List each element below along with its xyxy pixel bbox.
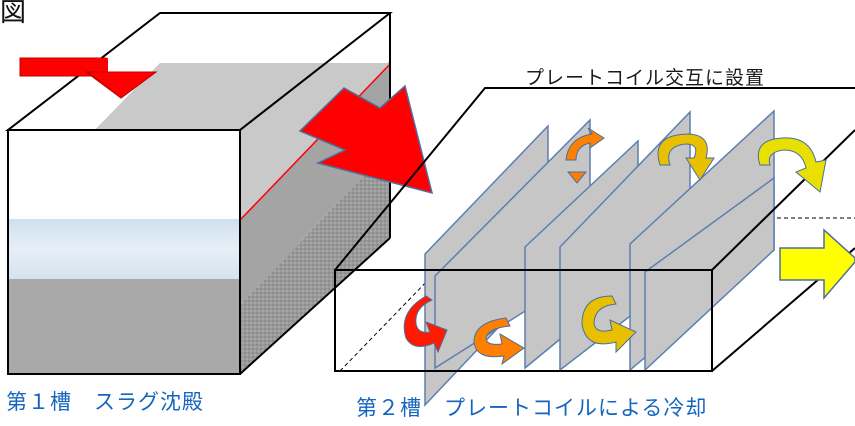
tank-1-front-clear-band (8, 219, 240, 279)
circulation-arrows (403, 127, 827, 366)
plate-coil-caption: プレートコイル交互に設置 (525, 67, 766, 89)
curved-arrow-icon (757, 137, 827, 193)
tank-1-label: 第１槽 スラグ沈殿 (6, 390, 204, 414)
curved-arrow-icon (565, 127, 605, 184)
down-turn-arrow-icon (19, 57, 158, 99)
tank-2-label: 第２槽 プレートコイルによる冷却 (356, 396, 708, 420)
curved-arrow-icon (657, 133, 715, 181)
curved-arrow-icon (581, 295, 637, 354)
tank-1-front-upper (8, 130, 240, 219)
plate-coil (644, 176, 775, 372)
tank-1-front-sediment (8, 279, 240, 374)
plate-coils (424, 109, 775, 407)
figure-corner-label: 図 (0, 0, 27, 28)
tank-1-front-outline (7, 129, 241, 375)
tank-1-side-sediment (240, 148, 390, 374)
tank-2-front-outline (334, 269, 713, 372)
right-arrow-icon (779, 228, 855, 301)
tank-2-top-outline (334, 87, 855, 271)
curved-arrow-icon (403, 295, 448, 354)
tank-1 (5, 12, 393, 375)
curved-arrow-icon (473, 317, 525, 366)
diagonal-block-arrow-icon (298, 84, 434, 195)
